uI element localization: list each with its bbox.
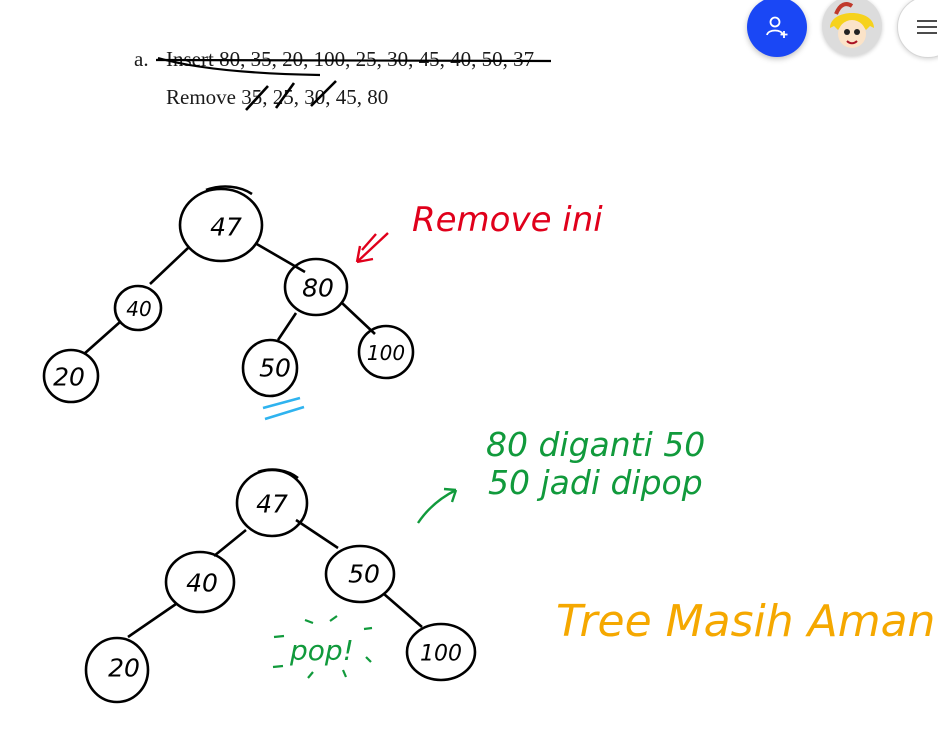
node-40-label: 40	[126, 297, 151, 321]
insert-strike-line	[155, 58, 552, 63]
node-20-label: 20	[53, 363, 85, 392]
user-avatar[interactable]	[822, 0, 882, 56]
person-add-icon	[766, 16, 788, 38]
replace-annotation-line-2: 50 jadi dipop	[488, 463, 703, 502]
cyan-double-underline	[262, 396, 305, 421]
pop-burst-marks	[272, 615, 373, 679]
edge-47-40	[149, 247, 189, 285]
edge-80-50	[276, 312, 298, 341]
question-label: a.	[134, 47, 149, 71]
pop-label: pop!	[289, 634, 354, 667]
node-47-after-label: 47	[256, 490, 288, 519]
replace-annotation-line-1: 80 diganti 50	[486, 425, 705, 464]
node-20-after-circle	[84, 636, 150, 704]
edge-47-40-after	[213, 528, 247, 558]
node-50-after-label: 50	[348, 560, 380, 589]
hamburger-menu-icon	[917, 20, 937, 34]
node-100-after-label: 100	[420, 642, 462, 667]
node-80-circle	[283, 257, 349, 317]
node-50-label: 50	[259, 354, 291, 383]
node-47-circle	[178, 187, 264, 263]
conclusion-text: Tree Masih Aman :)	[556, 596, 938, 647]
green-arrow-icon	[417, 487, 458, 524]
edge-40-20-after	[127, 602, 177, 639]
tree-after	[84, 468, 477, 704]
edge-47-80	[254, 241, 306, 274]
node-100-label: 100	[367, 341, 405, 365]
avatar-icon	[822, 0, 882, 56]
add-user-button[interactable]	[747, 0, 807, 57]
red-arrow-icon	[355, 232, 389, 264]
node-50-after-circle	[324, 544, 396, 604]
edge-50-100-after	[383, 593, 423, 628]
node-40-circle	[113, 284, 163, 332]
node-80-label: 80	[302, 274, 334, 303]
node-47-after-tail	[257, 468, 299, 480]
node-47-label: 47	[210, 213, 242, 242]
remove-annotation: Remove ini	[412, 200, 603, 240]
insert-line: Insert 80, 35, 20, 100, 25, 30, 45, 40, …	[166, 47, 534, 71]
tree-before	[42, 185, 415, 404]
node-100-after-circle	[405, 622, 477, 682]
insert-strike-curve	[157, 56, 321, 77]
node-20-circle	[42, 348, 100, 404]
edge-40-20	[83, 321, 121, 355]
node-20-after-label: 20	[108, 654, 140, 683]
node-50-circle	[241, 338, 299, 398]
node-47-tail	[205, 185, 253, 196]
remove-slash-3	[310, 80, 337, 107]
node-100-circle	[357, 324, 415, 380]
node-40-after-label: 40	[186, 569, 218, 598]
edge-80-100	[341, 302, 376, 335]
node-40-after-circle	[164, 550, 236, 614]
remove-slash-2	[274, 82, 296, 109]
remove-slash-1	[245, 85, 269, 111]
edge-47-50-after	[295, 518, 339, 550]
